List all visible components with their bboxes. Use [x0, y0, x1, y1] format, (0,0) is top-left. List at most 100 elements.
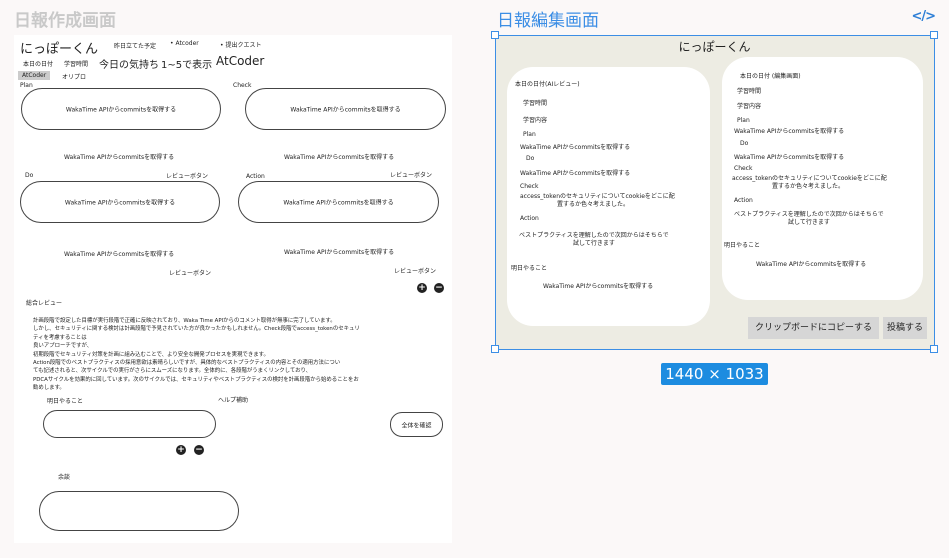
check-label: Check — [233, 82, 252, 89]
code-icon[interactable]: </> — [911, 9, 936, 24]
summary-line: Action段階でのベストプラクティスの採用意欲は素晴らしいですが、具体的なベス… — [33, 360, 341, 367]
ai-tomorrow-text: WakaTime APIからcommitsを取得する — [543, 283, 654, 290]
spare-label: 余談 — [58, 474, 71, 481]
ai-tomorrow-label: 明日やること — [511, 265, 548, 272]
review-button-action[interactable]: レビューボタン — [394, 268, 437, 275]
edit-do-text[interactable]: WakaTime APIからcommitsを取得する — [734, 154, 845, 161]
action-input[interactable]: WakaTime APIからcommitsを取得する — [238, 181, 439, 223]
ai-action-label: Action — [520, 215, 539, 222]
ai-check-text: access_tokenのセキュリティについてcookieをどこに配 — [520, 193, 675, 200]
remove-circle-icon[interactable]: − — [434, 283, 444, 293]
plan-label: Plan — [20, 82, 33, 89]
summary-text: 計画段階で設定した目標が実行段階で正確に反映されており、Waka Time AP… — [33, 317, 360, 393]
left-frame-title: 日報作成画面 — [14, 11, 116, 31]
ai-date: 本日の日付(AIレビュー) — [515, 81, 580, 88]
edit-tomorrow-label: 明日やること — [724, 242, 761, 249]
ai-plan-text: WakaTime APIからcommitsを取得する — [520, 144, 631, 151]
right-frame-title: 日報編集画面 — [497, 11, 599, 31]
edit-check-text[interactable]: 置するか色々考えました。 — [772, 183, 845, 190]
add-circle-icon[interactable]: + — [176, 445, 186, 455]
size-badge: 1440 × 1033 — [661, 363, 768, 385]
ai-do-label: Do — [526, 155, 535, 162]
tag-atcoder[interactable]: AtCoder — [18, 71, 51, 80]
selection-edge-left — [495, 35, 496, 349]
action-label: Action — [246, 173, 265, 180]
do-review-button[interactable]: レビューボタン — [166, 173, 209, 180]
subject-label: AtCoder — [216, 54, 265, 68]
tomorrow-input[interactable] — [43, 410, 216, 438]
summary-line: ても記述されると、次サイクルでの実行がさらにスムーズになります。全体的に、各段階… — [33, 368, 312, 375]
check-input-text: WakaTime APIからcommitsを取得する — [290, 106, 401, 114]
edit-action-label: Action — [734, 197, 753, 204]
edit-app-name: にっぽーくん — [678, 40, 751, 54]
summary-line: PDCAサイクルを効果的に回しています。次のサイクルでは、セキュリティやベストプ… — [33, 376, 359, 383]
daily-report-create-screen: にっぽーくん 昨日立てた予定 • Atcoder • 提出クエスト 本日の日付 … — [14, 35, 452, 543]
summary-line: 初期段階でセキュリティ対策を計画に組み込むことで、より安全な開発プロセスを実現で… — [33, 351, 269, 358]
help-label: ヘルプ補助 — [218, 397, 249, 404]
edit-study-time: 学習時間 — [737, 88, 762, 95]
tomorrow-label: 明日やること — [47, 398, 84, 405]
yesterday-plan-link[interactable]: 昨日立てた予定 — [114, 43, 157, 50]
confirm-all-button[interactable]: 全体を確認 — [390, 412, 443, 437]
edit-card: 本日の日付 (編集画面) 学習時間 学習内容 Plan WakaTime API… — [722, 57, 923, 300]
quest-link[interactable]: • 提出クエスト — [220, 42, 262, 49]
edit-action-text[interactable]: 試して行きます — [788, 219, 830, 226]
ai-action-text: ベストプラクティスを理解したので次回からはそちらで — [519, 232, 669, 239]
ai-plan-label: Plan — [523, 131, 536, 138]
summary-line: 良いアプローチですが、 — [33, 343, 93, 350]
summary-heading: 総合レビュー — [26, 300, 63, 307]
summary-line: 勧めします。 — [33, 385, 65, 392]
confirm-all-label: 全体を確認 — [401, 422, 432, 429]
ai-check-label: Check — [520, 183, 539, 190]
edit-check-label: Check — [734, 165, 753, 172]
do-input-text: WakaTime APIからcommitsを取得する — [64, 199, 176, 207]
plan-input-text: WakaTime APIからcommitsを取得する — [65, 106, 177, 114]
check-preview-text: WakaTime APIからcommitsを取得する — [284, 154, 395, 161]
check-input[interactable]: WakaTime APIからcommitsを取得する — [245, 88, 446, 130]
resize-handle-top-left[interactable] — [491, 31, 499, 39]
selection-edge-bottom — [495, 349, 934, 350]
mood-label: 今日の気持ち — [99, 60, 159, 71]
do-preview-text: WakaTime APIからcommitsを取得する — [64, 251, 175, 258]
post-button[interactable]: 投稿する — [883, 317, 927, 339]
tag-olipro[interactable]: オリプロ — [62, 74, 87, 81]
ai-do-text: WakaTime APIからcommitsを取得する — [520, 170, 631, 177]
ai-check-text: 置するか色々考えました。 — [557, 201, 630, 208]
edit-plan-text[interactable]: WakaTime APIからcommitsを取得する — [734, 128, 845, 135]
plan-input[interactable]: WakaTime APIからcommitsを取得する — [21, 88, 221, 130]
edit-date: 本日の日付 (編集画面) — [740, 73, 801, 80]
add-circle-icon[interactable]: + — [417, 283, 427, 293]
review-button-do[interactable]: レビューボタン — [169, 270, 212, 277]
edit-study-content: 学習内容 — [737, 103, 762, 110]
spare-input[interactable] — [39, 491, 239, 531]
edit-check-text[interactable]: access_tokenのセキュリティについてcookieをどこに配 — [732, 175, 887, 182]
edit-do-label: Do — [740, 140, 749, 147]
resize-handle-top-right[interactable] — [930, 31, 938, 39]
study-time-label: 学習時間 — [64, 61, 89, 68]
ai-study-time: 学習時間 — [523, 100, 548, 107]
mood-range: 1~5で表示 — [161, 60, 213, 71]
summary-line: 計画段階で設定した目標が実行段階で正確に反映されており、Waka Time AP… — [33, 318, 336, 324]
summary-line: しかし、セキュリティに関する検討は計画段階で予見されていた方が良かったかもしれま… — [33, 326, 360, 333]
selection-edge-right — [934, 35, 935, 349]
daily-report-edit-screen: にっぽーくん 本日の日付(AIレビュー) 学習時間 学習内容 Plan Waka… — [495, 35, 934, 349]
edit-plan-label: Plan — [737, 117, 750, 124]
ai-study-content: 学習内容 — [523, 117, 548, 124]
action-preview-text: WakaTime APIからcommitsを取得する — [284, 249, 395, 256]
copy-to-clipboard-button[interactable]: クリップボードにコピーする — [748, 317, 879, 339]
action-review-button-top[interactable]: レビューボタン — [390, 172, 433, 179]
selection-edge-top — [495, 35, 934, 36]
app-name: にっぽーくん — [20, 42, 99, 57]
action-input-text: WakaTime APIからcommitsを取得する — [283, 199, 394, 207]
do-input[interactable]: WakaTime APIからcommitsを取得する — [20, 181, 220, 223]
atcoder-link[interactable]: • Atcoder — [170, 40, 199, 47]
ai-review-card: 本日の日付(AIレビュー) 学習時間 学習内容 Plan WakaTime AP… — [507, 67, 710, 326]
plan-preview-text: WakaTime APIからcommitsを取得する — [64, 154, 175, 161]
do-label: Do — [25, 172, 34, 179]
remove-circle-icon[interactable]: − — [194, 445, 204, 455]
edit-tomorrow-text[interactable]: WakaTime APIからcommitsを取得する — [756, 261, 867, 268]
edit-action-text[interactable]: ベストプラクティスを理解したので次回からはそちらで — [734, 211, 884, 218]
summary-line: ティを考慮することは — [33, 334, 87, 341]
resize-handle-bottom-left[interactable] — [491, 345, 499, 353]
resize-handle-bottom-right[interactable] — [930, 345, 938, 353]
